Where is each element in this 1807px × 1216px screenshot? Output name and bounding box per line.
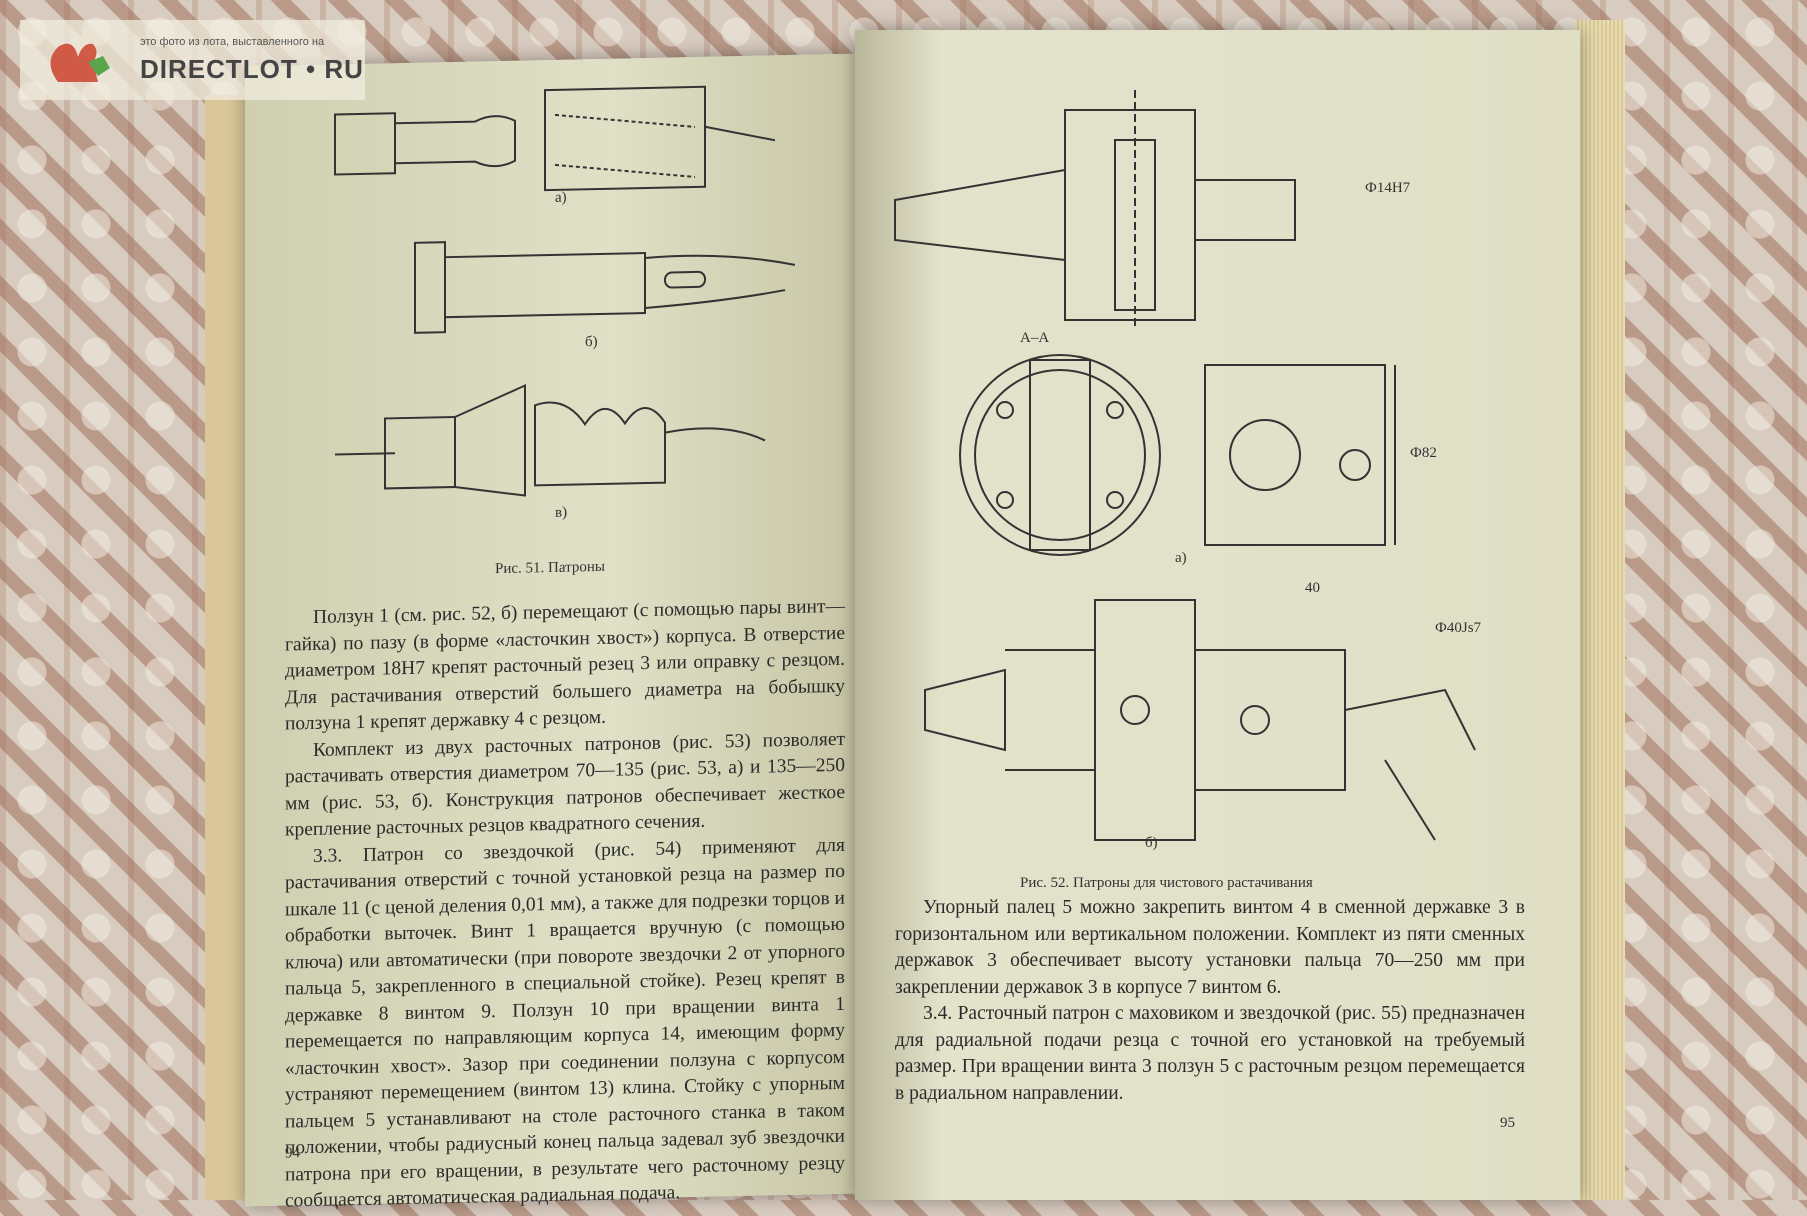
watermark-tagline: это фото из лота, выставленного на <box>140 36 325 48</box>
dimension-label: Ф82 <box>1410 445 1437 461</box>
page-number: 95 <box>1500 1115 1515 1131</box>
section-label: А–А <box>1020 330 1050 346</box>
body-text: Ползун 1 (см. рис. 52, б) перемещают (с … <box>285 594 845 1215</box>
paragraph: 3.4. Расточный патрон с маховиком и звез… <box>895 1003 1525 1104</box>
figure-52-section <box>955 350 1165 560</box>
paragraph: 3.3. Патрон со звездочкой (рис. 54) прим… <box>285 834 845 1212</box>
dimension-label: 40 <box>1305 580 1320 596</box>
figure-52-top <box>885 90 1355 330</box>
figure-51a: а) <box>315 65 776 215</box>
figure-caption: Рис. 51. Патроны <box>495 558 605 578</box>
page-edges <box>1575 20 1625 1200</box>
figure-52-side: Ф82 <box>1185 355 1465 555</box>
figure-52b: 40 Ф40Js7 б) <box>915 570 1495 860</box>
squirrel-logo-icon <box>50 43 110 82</box>
figure-label-b: б) <box>1145 835 1158 851</box>
page-number: 94 <box>285 1145 300 1162</box>
figure-label-v: в) <box>555 504 568 521</box>
figure-label-b: б) <box>585 334 598 351</box>
dimension-label: Ф14Н7 <box>1365 180 1411 196</box>
right-page: А–А Ф82 а) Ф14Н7 40 Ф40Js7 б) Рис. 52. П… <box>855 30 1580 1200</box>
figure-51v: в) <box>325 360 785 540</box>
figure-label-a: а) <box>555 189 567 206</box>
left-page: а) б) в) Рис. 51. Патроны Ползун 1 (см. … <box>245 53 855 1212</box>
figure-label-a: а) <box>1175 550 1187 566</box>
paragraph: Ползун 1 (см. рис. 52, б) перемещают (с … <box>285 595 845 735</box>
dimension-label: Ф40Js7 <box>1435 620 1482 636</box>
watermark: это фото из лота, выставленного на DIREC… <box>20 20 365 100</box>
figure-caption: Рис. 52. Патроны для чистового растачива… <box>1020 875 1313 891</box>
body-text: Упорный палец 5 можно закрепить винтом 4… <box>895 895 1525 1107</box>
watermark-brand: DIRECTLOT • RU <box>140 54 364 84</box>
paragraph: Упорный палец 5 можно закрепить винтом 4… <box>895 897 1525 998</box>
paragraph: Комплект из двух расточных патронов (рис… <box>285 728 845 841</box>
figure-51b: б) <box>395 220 796 358</box>
